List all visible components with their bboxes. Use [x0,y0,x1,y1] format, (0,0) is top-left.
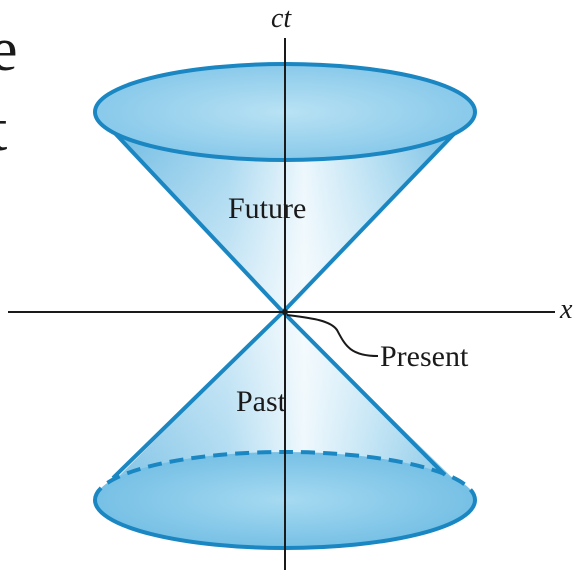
text-fragment-1: e [0,16,18,84]
x-axis-label: x [559,294,573,325]
present-label: Present [380,340,469,373]
past-cone-right-edge [281,310,447,477]
future-label: Future [228,192,306,225]
present-leader-line [286,314,379,357]
origin-point [282,309,288,315]
past-label: Past [236,385,287,418]
past-cone-left-edge [111,310,285,480]
future-cone-left-edge [93,110,285,314]
text-fragment-2: t [0,96,7,164]
future-cone-right-edge [281,110,477,314]
ct-axis-label: ct [271,3,292,34]
